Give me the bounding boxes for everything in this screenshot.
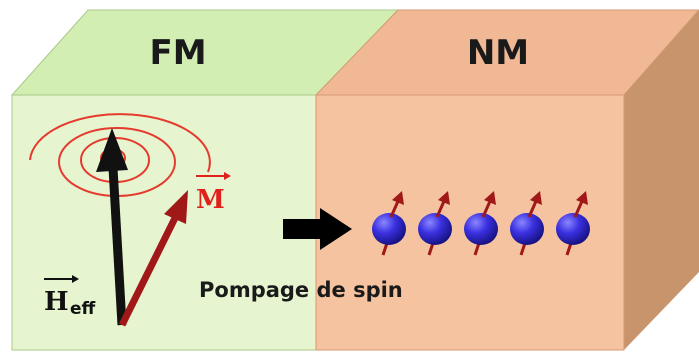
spin-particle [372,191,406,256]
effective-field-label: H eff [44,275,96,319]
svg-text:eff: eff [70,299,96,319]
spin-particle [464,191,498,256]
svg-text:M: M [196,185,225,215]
spin-pumping-label: Pompage de spin [199,278,403,302]
effective-field-arrow [96,128,128,326]
magnetization-label: M [196,172,231,215]
fm-front-face [11,94,317,351]
nm-label: NM [467,33,529,73]
magnetization-arrow [118,190,188,327]
spin-particle [418,191,452,256]
spin-particle [510,191,544,256]
spin-pumping-arrow [283,208,352,250]
svg-text:H: H [44,287,69,317]
fm-label: FM [149,33,206,73]
spin-particles [372,191,590,256]
spin-particle [556,191,590,256]
nm-side-face [624,10,699,350]
